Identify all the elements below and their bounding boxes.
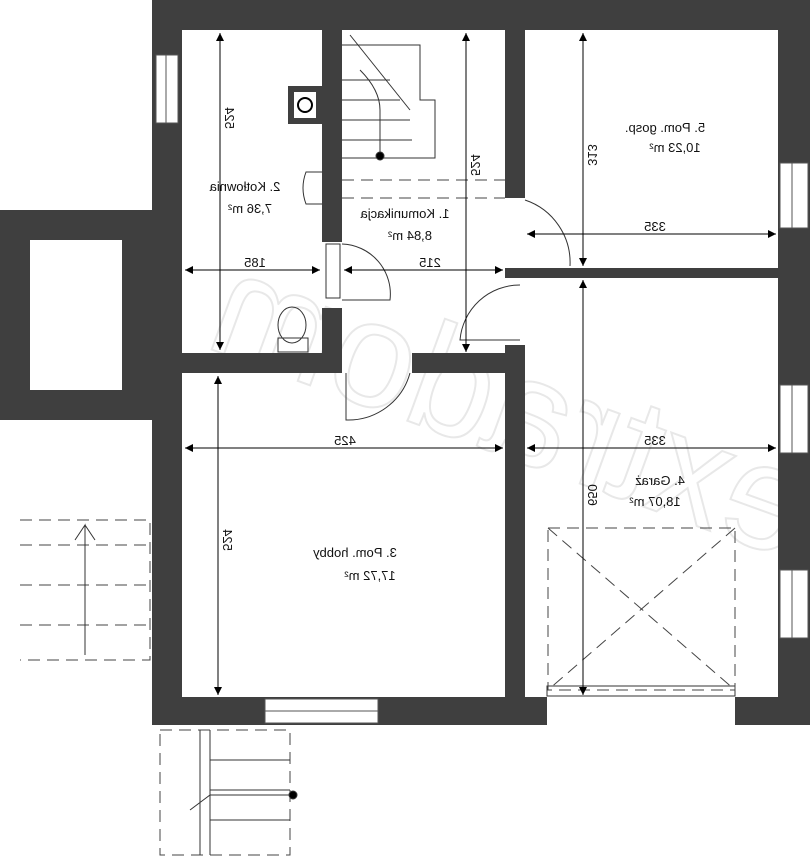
stairs	[20, 34, 505, 856]
windows	[155, 54, 809, 724]
dim-kotlownia-width: 185	[244, 255, 266, 270]
room-area: 10,23 m²	[649, 140, 701, 155]
dim-hobby-width: 425	[334, 433, 356, 448]
dim-gosp-width: 335	[644, 219, 666, 234]
dimension-lines	[185, 33, 776, 695]
dim-gosp-height: 313	[585, 144, 600, 166]
room-name: 5. Pom. gosp.	[625, 120, 705, 135]
room-area: 18,07 m²	[629, 494, 681, 509]
room-area: 17,72 m²	[344, 568, 396, 583]
room-area: 7,36 m²	[227, 201, 272, 216]
room-name: 2. Kotłownia	[209, 179, 281, 194]
dim-kotlownia-height: 524	[222, 107, 237, 129]
room-komunikacja: 1. Komunikacja 8,84 m²	[360, 206, 450, 243]
dim-komunikacja-width: 215	[419, 255, 441, 270]
dim-komunikacja-height: 524	[468, 154, 483, 176]
doors	[325, 199, 736, 697]
room-garaz: 4. Garaż 18,07 m²	[629, 473, 685, 509]
fixtures	[277, 171, 322, 353]
room-pom-gosp: 5. Pom. gosp. 10,23 m²	[625, 120, 705, 155]
room-hobby: 3. Pom. hobby 17,72 m²	[313, 545, 397, 583]
dim-garage-height: 650	[585, 484, 600, 506]
room-name: 4. Garaż	[635, 473, 685, 488]
dim-garage-width: 335	[644, 433, 666, 448]
room-name: 1. Komunikacja	[360, 206, 450, 221]
room-name: 3. Pom. hobby	[313, 545, 397, 560]
room-area: 8,84 m²	[387, 228, 432, 243]
dim-hobby-height: 524	[220, 529, 235, 551]
room-kotlownia: 2. Kotłownia 7,36 m²	[209, 179, 281, 216]
